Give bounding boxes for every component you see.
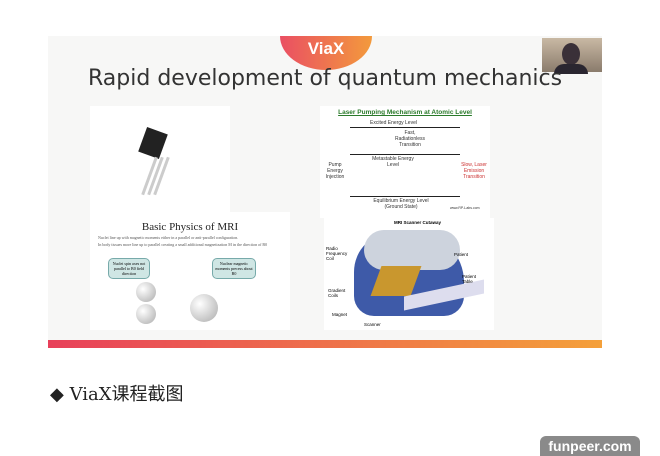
caption: ◆ ViaX课程截图 (50, 384, 184, 405)
label: Radio Frequency Coil (326, 246, 348, 261)
mri-physics-panel: Basic Physics of MRI Nuclei line up with… (90, 212, 290, 330)
laser-title: Laser Pumping Mechanism at Atomic Level (338, 109, 472, 116)
viax-logo: ViaX (280, 36, 372, 70)
label: Gradient Coils (328, 288, 346, 298)
credit: www.RP-Labs.com (450, 206, 480, 210)
slide: ViaX Rapid development of quantum mechan… (48, 36, 602, 348)
bullet: In body tissues more line up to parallel… (98, 242, 268, 247)
mri-scanner-cutaway: MRI Scanner Cutaway Radio Frequency Coil… (324, 218, 494, 330)
watermark: funpeer.com (540, 436, 640, 456)
webcam-thumbnail (542, 38, 602, 74)
transistor-photo (90, 106, 230, 212)
label: Slow, Laser Emission Transition (461, 162, 487, 180)
mri-title: Basic Physics of MRI (141, 221, 239, 233)
slide-title: Rapid development of quantum mechanics (88, 66, 563, 91)
label: Equilibrium Energy Level (373, 198, 429, 204)
label: Patient Table (462, 274, 477, 284)
slide-footer-bar (48, 340, 602, 348)
label: Metastable Energy Level (372, 156, 414, 168)
label: Pump Energy Injection (325, 162, 345, 180)
label: Scanner (364, 322, 381, 327)
scanner-title: MRI Scanner Cutaway (394, 220, 442, 225)
bullet: Nuclei line up with magnetic moments eit… (98, 235, 239, 240)
label: Fast, Radiationless Transition (394, 130, 426, 148)
label: Magnet (332, 312, 348, 317)
callout: Nuclear magnetic moments precess about B… (212, 258, 256, 279)
label: (Ground State) (384, 204, 418, 210)
callout: Nuclei spin axes not parallel to B0 fiel… (108, 258, 150, 279)
label: Excited Energy Level (370, 120, 417, 126)
label: Patient (454, 252, 469, 257)
laser-pumping-diagram: Laser Pumping Mechanism at Atomic Level … (320, 106, 490, 218)
